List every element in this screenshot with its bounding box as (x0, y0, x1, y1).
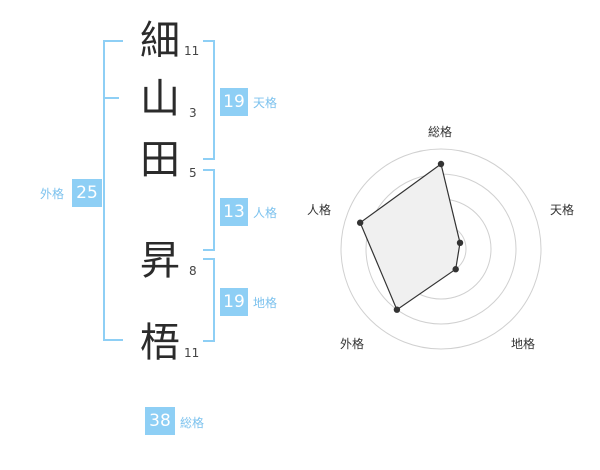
radar-axis-label-jinkaku: 人格 (307, 203, 332, 217)
radar-point-4 (393, 306, 401, 313)
stroke-count-5: 11 (184, 346, 200, 360)
radar-axis-label-soukaku: 総格 (428, 125, 453, 139)
radar-point-2 (456, 239, 464, 247)
tenkaku-bracket (203, 40, 215, 160)
name-char-5: 梧 (140, 320, 180, 366)
name-char-2: 山 (140, 76, 180, 122)
jinkaku-bracket (203, 169, 215, 251)
name-char-3: 田 (140, 137, 180, 183)
radar-point-1 (437, 160, 445, 168)
jinkaku-value: 13 (220, 198, 248, 226)
radar-point-5 (356, 219, 364, 226)
chikaku-label: 地格 (253, 296, 278, 310)
soukaku-label: 総格 (180, 416, 205, 430)
chikaku-bracket (203, 258, 215, 342)
jinkaku-label: 人格 (253, 206, 278, 220)
radar-ring (340, 148, 542, 350)
radar-axis-label-tenkaku: 天格 (550, 203, 575, 217)
soukaku-value: 38 (145, 407, 175, 435)
gaikaku-bracket (103, 40, 123, 341)
name-char-4: 昇 (140, 238, 180, 284)
radar-points (356, 160, 464, 313)
stroke-count-2: 3 (189, 106, 197, 120)
chikaku-value: 19 (220, 288, 248, 316)
radar-axis-label-chikaku: 地格 (511, 337, 536, 351)
stroke-count-3: 5 (189, 166, 197, 180)
tenkaku-label: 天格 (253, 96, 278, 110)
tenkaku-value: 19 (220, 88, 248, 116)
name-char-1: 細 (140, 18, 180, 64)
stroke-count-4: 8 (189, 264, 197, 278)
radar-point-3 (452, 266, 459, 273)
gaikaku-value: 25 (72, 179, 102, 207)
radar-data-polygon (359, 162, 461, 311)
gaikaku-label: 外格 (40, 187, 65, 201)
gaikaku-bracket-tick (103, 97, 119, 99)
stroke-count-1: 11 (184, 44, 200, 58)
radar-axis-label-gaikaku: 外格 (340, 337, 365, 351)
